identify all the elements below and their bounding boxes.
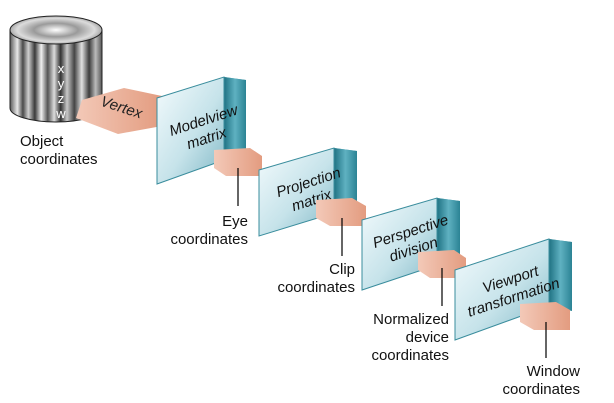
viewport-transformation-box: Viewport transformation bbox=[454, 238, 572, 341]
svg-text:coordinates: coordinates bbox=[371, 347, 449, 364]
svg-text:device: device bbox=[406, 329, 449, 346]
svg-text:Window: Window bbox=[527, 363, 581, 380]
svg-text:coordinates: coordinates bbox=[20, 151, 98, 168]
window-arrow bbox=[520, 302, 570, 330]
ndc-coordinates-label: Normalized device coordinates bbox=[371, 311, 449, 364]
eye-arrow bbox=[214, 148, 262, 176]
eye-coordinates-label: Eye coordinates bbox=[170, 213, 248, 248]
object-coordinates-label: Object coordinates bbox=[20, 133, 98, 168]
window-coordinates-label: Window coordinates bbox=[502, 363, 580, 398]
coord-w: w bbox=[55, 106, 66, 121]
clip-coordinates-label: Clip coordinates bbox=[277, 261, 355, 296]
clip-arrow bbox=[316, 198, 366, 226]
svg-text:Clip: Clip bbox=[329, 261, 355, 278]
modelview-matrix-box: Modelview matrix bbox=[156, 76, 246, 185]
coord-z: z bbox=[58, 91, 65, 106]
svg-text:coordinates: coordinates bbox=[502, 381, 580, 398]
svg-text:coordinates: coordinates bbox=[170, 231, 248, 248]
object-cylinder: x y z w bbox=[9, 15, 103, 123]
svg-text:coordinates: coordinates bbox=[277, 279, 355, 296]
coord-y: y bbox=[58, 76, 65, 91]
svg-text:Object: Object bbox=[20, 133, 64, 150]
svg-text:Eye: Eye bbox=[222, 213, 248, 230]
svg-text:Normalized: Normalized bbox=[373, 311, 449, 328]
ndc-arrow bbox=[418, 250, 466, 278]
perspective-division-box: Perspective division bbox=[361, 197, 460, 291]
coord-x: x bbox=[58, 61, 65, 76]
